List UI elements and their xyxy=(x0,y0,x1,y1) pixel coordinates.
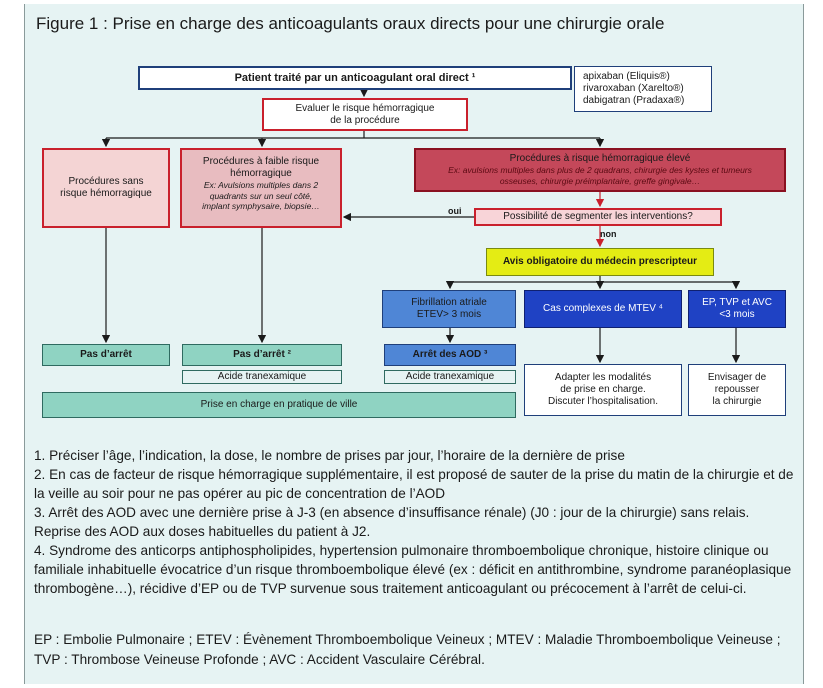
low-risk-title2: hémorragique xyxy=(230,168,292,179)
envisager-box: Envisager de repousser la chirurgie xyxy=(688,364,786,416)
patient-label: Patient traité par un anticoagulant oral… xyxy=(234,72,476,84)
low-risk-title1: Procédures à faible risque xyxy=(202,156,320,167)
drug-apixaban: apixaban (Eliquis®) xyxy=(583,71,670,82)
envisager-line2: repousser xyxy=(714,384,760,395)
evaluate-line1: Evaluer le risque hémorragique xyxy=(295,102,435,114)
drug-dabigatran: dabigatran (Pradaxa®) xyxy=(583,95,685,106)
low-risk-box: Procédures à faible risque hémorragique … xyxy=(180,148,342,228)
avis-box: Avis obligatoire du médecin prescripteur xyxy=(486,248,714,276)
segment-question: Possibilité de segmenter les interventio… xyxy=(503,211,693,222)
label-oui: oui xyxy=(448,206,462,216)
no-risk-box: Procédures sans risque hémorragique xyxy=(42,148,170,228)
footnote-3: 3. Arrêt des AOD avec une dernière prise… xyxy=(34,505,750,539)
evaluate-line2: de la procédure xyxy=(330,114,400,126)
high-risk-box: Procédures à risque hémorragique élevé E… xyxy=(414,148,786,192)
low-risk-example2: quadrants sur un seul côté, xyxy=(209,190,313,201)
pas-arret-box-1: Pas d’arrêt xyxy=(42,344,170,366)
mtev-label: Cas complexes de MTEV ⁴ xyxy=(543,303,663,314)
fibrillation-box: Fibrillation atriale ETEV> 3 mois xyxy=(382,290,516,328)
ep-line2: <3 mois xyxy=(719,309,755,320)
envisager-line1: Envisager de xyxy=(707,372,767,383)
footnote-2: 2. En cas de facteur de risque hémorragi… xyxy=(34,467,794,501)
no-risk-line2: risque hémorragique xyxy=(60,188,152,199)
patient-box: Patient traité par un anticoagulant oral… xyxy=(138,66,572,90)
avis-label: Avis obligatoire du médecin prescripteur xyxy=(502,256,698,267)
acide-label-2: Acide tranexamique xyxy=(405,371,495,382)
drug-list: apixaban (Eliquis®) rivaroxaban (Xarelto… xyxy=(574,66,712,112)
adapter-line1: Adapter les modalités xyxy=(554,372,652,383)
acide-tranexamique-box-1: Acide tranexamique xyxy=(182,370,342,384)
pas-arret-label-2: Pas d’arrêt ² xyxy=(233,349,291,360)
high-risk-example1: Ex: avulsions multiples dans plus de 2 q… xyxy=(448,165,752,175)
no-risk-line1: Procédures sans xyxy=(68,176,144,187)
footnote-1: 1. Préciser l’âge, l’indication, la dose… xyxy=(34,448,625,463)
arret-aod-label: Arrêt des AOD ³ xyxy=(412,349,488,360)
ep-tvp-avc-box: EP, TVP et AVC <3 mois xyxy=(688,290,786,328)
label-non: non xyxy=(600,229,617,239)
abbreviations: EP : Embolie Pulmonaire ; ETEV : Évèneme… xyxy=(34,632,781,667)
low-risk-example1: Ex: Avulsions multiples dans 2 xyxy=(203,180,319,190)
footnotes: 1. Préciser l’âge, l’indication, la dose… xyxy=(34,446,794,598)
arret-aod-box: Arrêt des AOD ³ xyxy=(384,344,516,366)
pas-arret-box-2: Pas d’arrêt ² xyxy=(182,344,342,366)
adapter-line3: Discuter l’hospitalisation. xyxy=(547,396,659,407)
figure-title: Figure 1 : Prise en charge des anticoagu… xyxy=(36,14,665,33)
drug-rivaroxaban: rivaroxaban (Xarelto®) xyxy=(583,83,684,94)
evaluate-risk-box: Evaluer le risque hémorragique de la pro… xyxy=(262,98,468,131)
adapter-box: Adapter les modalités de prise en charge… xyxy=(524,364,682,416)
acide-label-1: Acide tranexamique xyxy=(217,371,307,382)
fibrillation-line1: Fibrillation atriale xyxy=(411,297,487,308)
ep-line1: EP, TVP et AVC xyxy=(702,297,772,308)
high-risk-title: Procédures à risque hémorragique élevé xyxy=(509,153,691,164)
segment-question-box: Possibilité de segmenter les interventio… xyxy=(474,208,722,226)
mtev-box: Cas complexes de MTEV ⁴ xyxy=(524,290,682,328)
adapter-line2: de prise en charge. xyxy=(560,384,646,395)
prise-en-charge-box: Prise en charge en pratique de ville xyxy=(42,392,516,418)
low-risk-example3: implant symphysaire, biopsie… xyxy=(202,201,320,211)
prise-en-charge-label: Prise en charge en pratique de ville xyxy=(200,399,358,410)
fibrillation-line2: ETEV> 3 mois xyxy=(416,309,482,320)
high-risk-example2: osseuses, chirurgie préimplantaire, gref… xyxy=(499,175,701,186)
envisager-line3: la chirurgie xyxy=(712,396,762,407)
acide-tranexamique-box-2: Acide tranexamique xyxy=(384,370,516,384)
pas-arret-label-1: Pas d’arrêt xyxy=(80,349,132,360)
footnote-4: 4. Syndrome des anticorps antiphospholip… xyxy=(34,543,792,596)
